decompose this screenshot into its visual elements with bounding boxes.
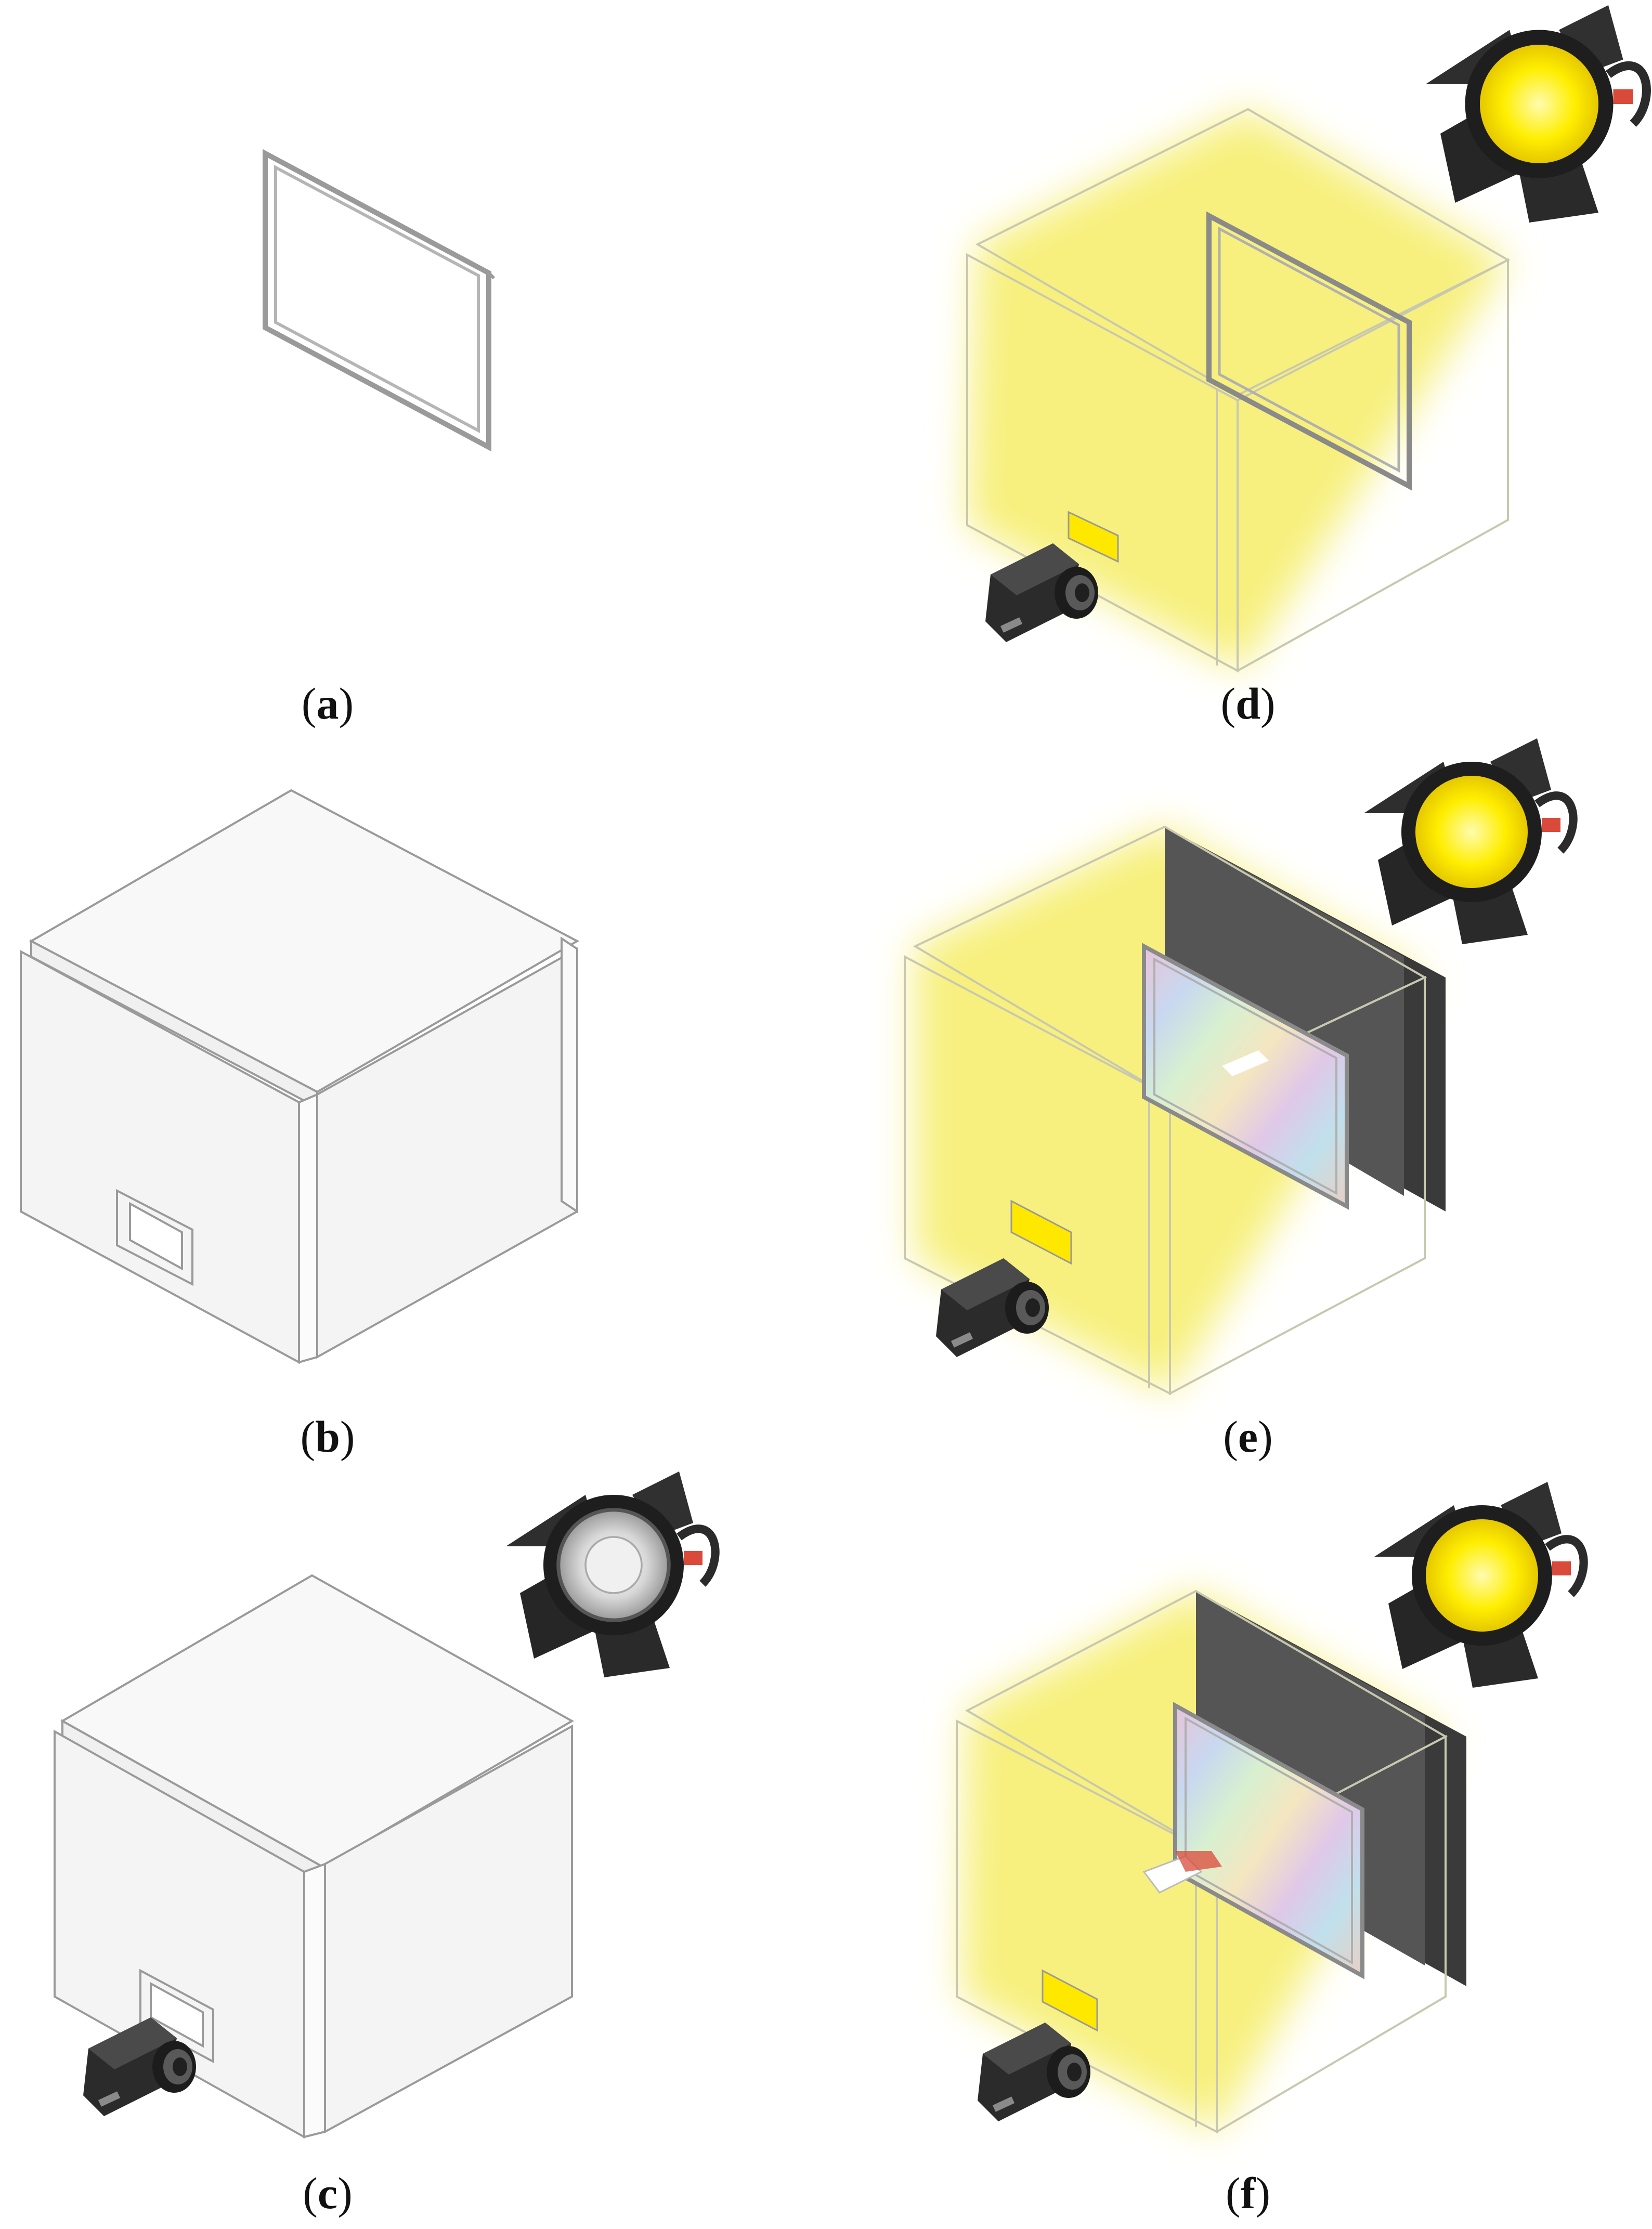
caption-d: (d) (1220, 679, 1276, 728)
diffraction-grating-icon (1142, 943, 1349, 1210)
sample-icon (1142, 1851, 1222, 1894)
spotlight-icon (506, 1471, 716, 1677)
camera-port (116, 1189, 193, 1286)
caption-e: (e) (1223, 1412, 1273, 1462)
diffraction-grating-icon (1173, 1702, 1364, 1979)
panel-d (966, 5, 1647, 673)
caption-c: (c) (303, 2168, 353, 2218)
panel-c (54, 1471, 716, 2139)
spotlight-icon (1374, 1482, 1584, 1688)
caption-a: (a) (301, 679, 354, 728)
panel-e (904, 738, 1573, 1396)
sample-frame-icon (263, 149, 496, 452)
panel-f (956, 1482, 1584, 2134)
spotlight-icon (1426, 5, 1647, 223)
sample-frame-icon (1206, 211, 1412, 491)
caption-f: (f) (1226, 2168, 1270, 2218)
panel-a (263, 149, 496, 452)
caption-b: (b) (300, 1412, 355, 1462)
spotlight-icon (1364, 738, 1573, 944)
panel-b (20, 789, 580, 1364)
